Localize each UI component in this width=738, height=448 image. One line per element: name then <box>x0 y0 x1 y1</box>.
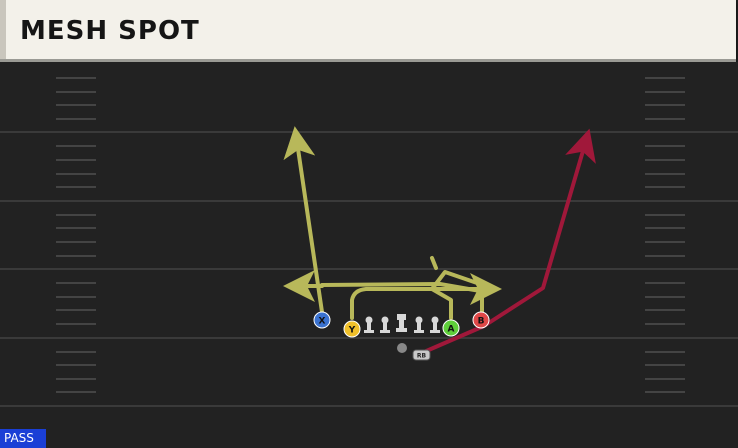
hash-marks-right <box>645 77 685 393</box>
route-a-spot <box>430 256 482 320</box>
player-a-label: A <box>448 325 455 335</box>
title-bar-accent <box>0 0 6 59</box>
play-type-badge: PASS <box>0 429 46 448</box>
player-b[interactable]: B <box>472 311 490 329</box>
player-rb[interactable]: RB <box>412 349 431 361</box>
player-y-label: Y <box>348 326 356 336</box>
lineman <box>414 316 424 333</box>
route-rb-wheel <box>422 128 596 354</box>
player-x[interactable]: X <box>313 311 331 329</box>
lineman <box>380 316 390 333</box>
player-x-label: X <box>319 317 326 327</box>
yard-lines <box>0 131 738 407</box>
lineman <box>364 316 374 333</box>
player-a[interactable]: A <box>442 319 460 337</box>
route-x-vertical <box>283 126 324 314</box>
quarterback-marker <box>397 343 407 353</box>
center <box>396 314 407 332</box>
lineman <box>430 316 440 333</box>
player-y[interactable]: Y <box>343 320 361 338</box>
offensive-line <box>364 314 440 333</box>
play-title: MESH SPOT <box>20 16 200 46</box>
player-rb-label: RB <box>417 353 427 360</box>
route-y-crosser <box>350 273 502 320</box>
playbook-field: RB X Y A B <box>0 62 738 448</box>
route-drag-line <box>320 282 488 294</box>
hash-marks-left <box>56 77 96 393</box>
player-b-label: B <box>478 317 485 327</box>
play-title-bar: MESH SPOT <box>0 0 736 62</box>
